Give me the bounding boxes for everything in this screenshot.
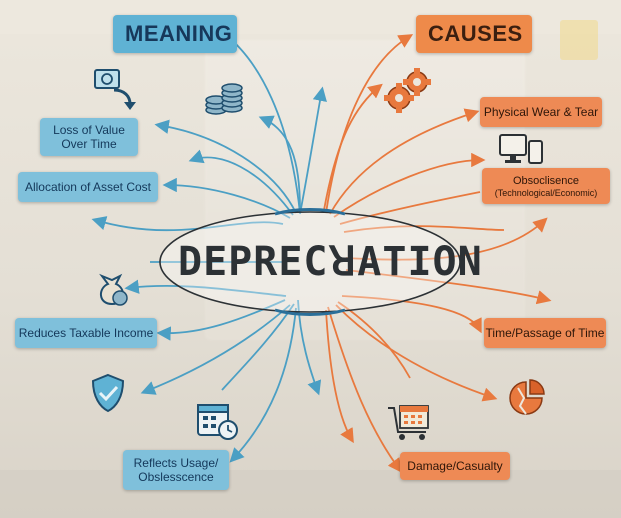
cause-item-obsolescence: Obsoclisence(Technological/Economic) xyxy=(482,168,610,204)
meaning-item-allocation: Allocation of Asset Cost xyxy=(18,172,158,202)
connector-time xyxy=(341,295,482,334)
meaning-item-line: Loss of Value xyxy=(53,123,125,137)
connector-bottom-right xyxy=(325,309,354,444)
connector-coins xyxy=(258,115,301,211)
connector-damage xyxy=(327,306,403,473)
connector-extra-right xyxy=(343,225,505,233)
meaning-item-line: Obslesscence xyxy=(138,470,214,484)
causes-heading: CAUSES xyxy=(416,15,532,53)
connector-loss-of-value xyxy=(154,119,297,214)
connector-causes-heading xyxy=(325,34,414,214)
money-bag-icon xyxy=(99,273,128,306)
shopping-cart-calendar-icon xyxy=(388,405,429,440)
connector-left-upper xyxy=(91,216,284,232)
center-top-arc xyxy=(274,208,346,216)
connector-top-center xyxy=(299,86,327,215)
meaning-item-reflects-usage: Reflects Usage/Obslesscence xyxy=(123,450,229,490)
connector-obsolescence-2 xyxy=(339,191,481,225)
meaning-item-line: Over Time xyxy=(61,137,117,151)
gears-icon xyxy=(384,68,431,113)
causes-connectors xyxy=(323,34,552,473)
connector-shield xyxy=(140,304,291,395)
connector-meaning-heading xyxy=(219,29,301,214)
connector-obsolescence xyxy=(333,152,486,218)
connector-reflects-usage xyxy=(229,307,297,463)
coin-stack-icon xyxy=(205,83,243,115)
connector-extra-1 xyxy=(188,149,294,216)
computer-icon xyxy=(499,134,543,164)
connector-calendar xyxy=(221,303,295,391)
shield-check-icon xyxy=(91,373,125,413)
connector-reduces-tax xyxy=(156,299,286,341)
connector-physical-wear xyxy=(329,108,480,215)
background-sticky-note xyxy=(560,20,598,60)
cause-item-physical-wear: Physical Wear & Tear xyxy=(480,97,602,127)
calendar-clock-icon xyxy=(197,404,238,440)
money-down-arrow-icon xyxy=(94,69,136,110)
center-ellipse xyxy=(159,211,461,313)
connector-money-bag xyxy=(124,279,287,297)
connector-gears xyxy=(323,83,383,211)
background-desk xyxy=(0,470,621,518)
cause-item-damage: Damage/Casualty xyxy=(400,452,510,480)
background-whiteboard xyxy=(205,40,525,340)
connector-broken-pie xyxy=(335,304,498,402)
connector-cart xyxy=(337,301,411,379)
connector-right-upper xyxy=(345,217,548,261)
cause-item-line: Obsoclisence xyxy=(512,174,580,187)
meaning-item-reduces-tax: Reduces Taxable Income xyxy=(15,318,157,348)
cause-item-time: Time/Passage of Time xyxy=(484,318,606,348)
center-title: DEPRECꓤATION xyxy=(178,239,483,285)
center-bottom-arc xyxy=(274,308,346,316)
meaning-heading: MEANING xyxy=(113,15,237,53)
connector-right-lower xyxy=(345,269,552,305)
broken-pie-icon xyxy=(509,379,545,415)
cause-item-subline: (Technological/Economic) xyxy=(494,187,598,198)
meaning-item-line: Reflects Usage/ xyxy=(133,456,219,470)
